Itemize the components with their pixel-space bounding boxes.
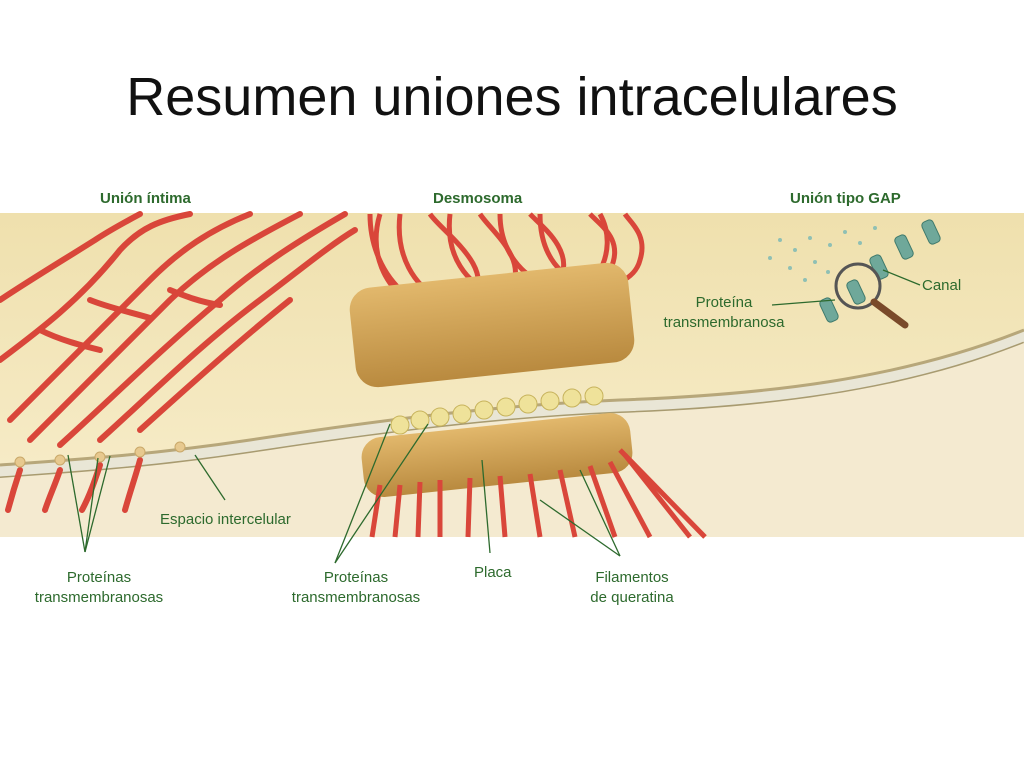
leader-lines [67,269,921,564]
label-canal: Canal [922,276,961,296]
label-filamentos-line2: de queratina [590,589,674,606]
gap-junction-dots [768,226,877,282]
header-gap-junction: Unión tipo GAP [790,190,901,207]
label-transmembrane-proteins-center: Proteínas transmembranosas [271,568,441,608]
header-tight-junction: Unión íntima [100,190,191,207]
label-espacio-text: Espacio intercelular [160,511,291,528]
slide-title: Resumen uniones intracelulares [126,67,898,127]
gap-junction-channels [819,219,941,323]
label-placa-text: Placa [474,564,512,581]
desmosome-cadherins [390,386,604,435]
label-plaque: Placa [474,563,512,583]
label-proteins-left-line2: transmembranosas [34,589,164,606]
label-transmembrane-proteins-left: Proteínas transmembranosas [14,568,184,608]
label-canal-text: Canal [922,277,962,294]
desmosome-keratin-below [369,448,707,539]
upper-plaque [349,262,635,388]
label-protein-line2: transmembranosa [663,314,785,331]
tight-junction-filaments [0,211,358,513]
lower-plaque [361,413,633,497]
magnifier-icon [834,262,909,329]
header-desmosome: Desmosoma [433,190,523,207]
label-proteins-center-line2: transmembranosas [291,589,421,606]
label-transmembrane-protein: Proteína transmembranosa [645,293,803,333]
label-keratin-filaments: Filamentos de queratina [572,568,692,608]
label-intercellular-space: Espacio intercelular [160,510,291,530]
label-filamentos-line1: Filamentos [595,569,669,586]
label-protein-line1: Proteína [695,294,753,311]
label-proteins-left-line1: Proteínas [66,569,132,586]
tight-junction-proteins [14,441,186,468]
label-proteins-center-line1: Proteínas [323,569,389,586]
